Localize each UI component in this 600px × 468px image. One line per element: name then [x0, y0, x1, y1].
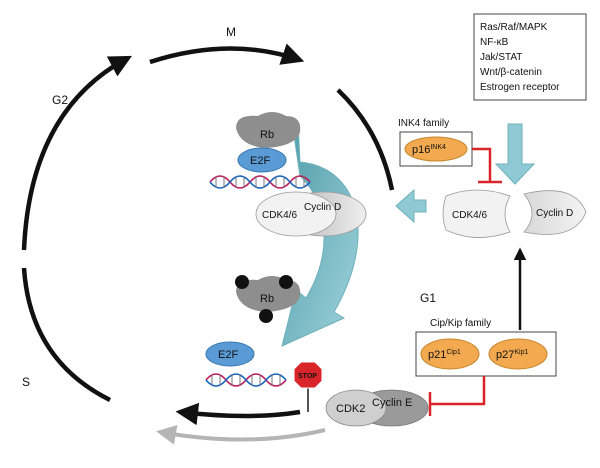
signals-down-arrow [494, 123, 536, 185]
stop-label: STOP [298, 373, 317, 380]
phosphate-group: P [235, 275, 249, 289]
arc-left [21, 55, 132, 251]
arc-g1-gray-arrow [156, 424, 326, 445]
phosphate-label: P [283, 278, 289, 288]
cipkip-inhibit-line [428, 376, 486, 416]
p16-ink4-shape [404, 136, 468, 162]
cdk46-label-left: CDK4/6 [262, 210, 297, 221]
phosphate-group: P [279, 275, 293, 289]
signal-item: Wnt/β-catenin [480, 67, 542, 78]
signal-item: NF-κB [480, 37, 509, 48]
p16-label: p16 [412, 144, 430, 156]
p16-inhibit-line [472, 147, 502, 184]
signal-item: Jak/STAT [480, 52, 522, 63]
phosphate-group: P [259, 309, 273, 323]
arc-s-bottom [175, 402, 301, 426]
cdk2-shape [325, 389, 387, 427]
svg-text:p21Cip1: p21Cip1 [428, 349, 461, 361]
cdk-to-complex-arrow [395, 188, 427, 224]
stop-sign-icon: STOP [293, 361, 323, 412]
e2f-free-bottom: E2F [205, 341, 287, 387]
e2f-label-top: E2F [250, 155, 270, 167]
svg-text:p16INK4: p16INK4 [412, 144, 446, 156]
rb-label-top: Rb [260, 129, 274, 141]
free-cdk46-cyclind: CDK4/6 Cyclin D [442, 189, 587, 238]
rb-e2f-complex-top: Rb E2F [209, 112, 311, 189]
arc-m-top [149, 43, 305, 65]
dna-helix-icon [205, 373, 287, 387]
cyclin-d-label-free: Cyclin D [536, 208, 573, 219]
p27-kip1-shape [488, 338, 548, 370]
cdk2-cycline-complex: CDK2 Cyclin E [325, 389, 429, 427]
cdk2-label: CDK2 [336, 403, 365, 415]
phase-m-label: M [226, 25, 236, 39]
p21-superscript: Cip1 [446, 349, 461, 356]
cdk46-cyclind-complex-left: CDK4/6 Cyclin D [255, 191, 367, 237]
cdk46-label-free: CDK4/6 [452, 210, 487, 221]
rb-protein-top [236, 112, 301, 148]
ink4-family-label: INK4 family [398, 118, 449, 129]
signals-box: Ras/Raf/MAPK NF-κB Jak/STAT Wnt/β-cateni… [473, 13, 587, 101]
e2f-label-bottom: E2F [218, 349, 238, 361]
p27-label: p27 [496, 349, 514, 361]
cipkip-box: p21Cip1 p27Kip1 [415, 331, 557, 377]
cyclin-d-free-shape [523, 190, 587, 235]
phosphate-label: P [263, 312, 269, 322]
cdk46-shape-left [255, 191, 337, 237]
cyclin-d-label-left: Cyclin D [304, 202, 341, 213]
e2f-protein-bottom [205, 341, 255, 367]
arc-m-right [336, 88, 395, 191]
cycle-arcs [21, 43, 395, 426]
ink4-box: p16INK4 [399, 131, 473, 167]
cdk46-free-shape [442, 189, 511, 238]
p16-superscript: INK4 [430, 144, 446, 151]
p27-superscript: Kip1 [514, 349, 528, 356]
dna-helix-icon [209, 175, 311, 189]
signal-item: Ras/Raf/MAPK [480, 22, 548, 33]
p21-cip1-shape [420, 338, 480, 370]
rb-phosphorylated-complex: Rb P P P [235, 275, 301, 323]
phosphate-label: P [239, 278, 245, 288]
svg-text:p27Kip1: p27Kip1 [496, 349, 528, 361]
cipkip-family-label: Cip/Kip family [430, 318, 491, 329]
phase-g1-label: G1 [420, 291, 436, 305]
rb-label-bottom: Rb [260, 293, 274, 305]
phase-s-label: S [22, 375, 30, 389]
p21-label: p21 [428, 349, 446, 361]
phase-g2-label: G2 [52, 93, 68, 107]
signal-item: Estrogen receptor [480, 82, 560, 93]
arc-left-lower [21, 267, 112, 403]
cyclin-e-label: Cyclin E [372, 397, 412, 409]
e2f-protein-top [237, 147, 287, 173]
